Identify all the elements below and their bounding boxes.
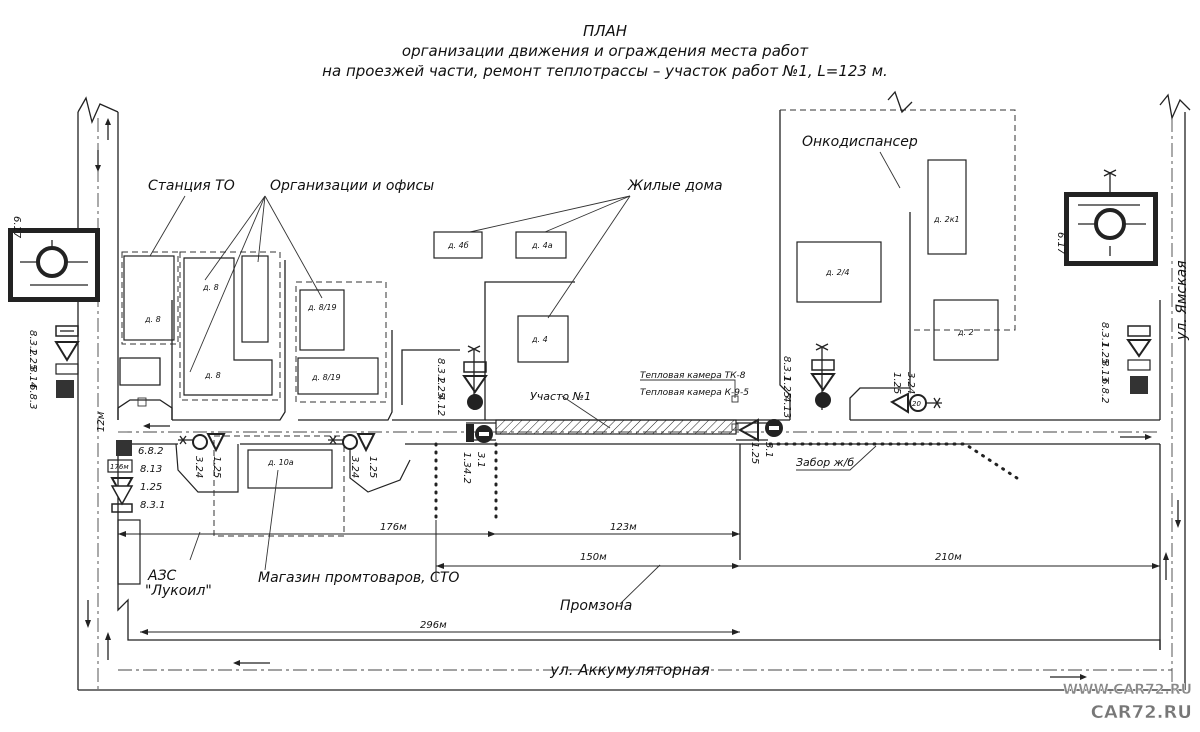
sign-left-group-0: 8.3.2 xyxy=(27,330,38,355)
sign-plate-176: 176м xyxy=(110,463,129,471)
sign-mid-b-0: 3.24 xyxy=(349,456,360,478)
bld-d10a: д. 10а xyxy=(267,458,294,467)
sign-mid-a-1: 1.25 xyxy=(211,456,222,478)
sign-right-a-2: 4.13 xyxy=(781,396,792,418)
bld-d819-a: д. 8/19 xyxy=(307,303,337,312)
sign-right-b-1: 3.24 xyxy=(905,372,916,394)
sign-work-right-1: 3.1 xyxy=(763,442,774,458)
left-road xyxy=(77,96,119,690)
sign-mid-b-1: 1.25 xyxy=(367,456,378,478)
dim-150: 150м xyxy=(580,552,607,563)
sign-617-right-code: 6.17 xyxy=(1055,232,1066,255)
watermark-line1: WWW.CAR72.RU xyxy=(1063,682,1192,698)
signs-mid-a: 3.24 1.25 xyxy=(178,433,226,478)
dim-296: 296м xyxy=(420,620,447,631)
sign-left-lower-0: 6.8.2 xyxy=(138,446,163,457)
sign-right-a-0: 8.3.1 xyxy=(781,356,792,381)
signs-right-group: 8.3.1 1.25 8.13 6.8.2 xyxy=(1099,322,1152,403)
dimensions: 176м 123м 150м 210м 296м 12м xyxy=(96,411,1160,635)
bld-d8-b: д. 8 xyxy=(202,283,219,292)
bld-d8-c: д. 8 xyxy=(204,371,221,380)
dim-123: 123м xyxy=(610,522,637,533)
signs-right-b: 20 1.25 3.24 xyxy=(889,372,942,414)
street-right-label: ул. Ямская xyxy=(1174,260,1190,341)
residential-label: Жилые дома xyxy=(627,178,723,194)
azs-label-1: АЗС xyxy=(147,568,177,584)
signs-left-group: 8.3.2 1.25 8.14 6.8.3 xyxy=(27,325,80,409)
bld-d2k1: д. 2к1 xyxy=(933,215,960,224)
sign-mid-c-2: 4.12 xyxy=(435,394,446,416)
sign-left-lower-1: 8.13 xyxy=(140,464,162,475)
watermark: WWW.CAR72.RU CAR72.RU xyxy=(1062,682,1192,724)
sign-617-left: 6.17 xyxy=(8,216,100,302)
station-label: Станция ТО xyxy=(148,178,235,194)
street-bottom-label: ул. Аккумуляторная xyxy=(549,661,710,679)
sign-left-lower-2: 1.25 xyxy=(140,482,162,493)
dim-210: 210м xyxy=(935,552,962,563)
watermark-line2: CAR72.RU xyxy=(1091,702,1192,723)
offices-label: Организации и офисы xyxy=(270,178,434,194)
onco-label: Онкодиспансер xyxy=(802,134,918,150)
sign-617-left-code: 6.17 xyxy=(11,216,22,239)
signs-left-lower: 176м 6.8.2 8.13 1.25 8.3.1 xyxy=(107,440,165,513)
bld-d2: д. 2 xyxy=(957,328,974,337)
fence-label: Забор ж/б xyxy=(796,456,854,469)
sign-right-group-2: 8.13 xyxy=(1099,360,1110,382)
bottom-road: ул. Аккумуляторная xyxy=(78,444,1185,691)
sign-right-group-3: 6.8.2 xyxy=(1099,378,1110,403)
signs-mid-b: 3.24 1.25 xyxy=(328,433,378,478)
work-site-label: Участо №1 xyxy=(530,390,591,403)
signs-right-a: 8.3.1 1.25 4.13 xyxy=(781,343,836,418)
sign-right-a-1: 1.25 xyxy=(781,376,792,398)
sign-mid-c-1: 1.25 xyxy=(435,376,446,398)
sign-right-group-0: 8.3.1 xyxy=(1099,322,1110,347)
signs-work-left: 3.1 1.34.2 xyxy=(461,425,493,484)
shop-azs-area: д. 10а АЗС "Лукоил" Магазин промтоваров,… xyxy=(117,435,741,614)
sign-left-group-3: 6.8.3 xyxy=(27,384,38,409)
sign-work-left-1: 1.34.2 xyxy=(461,452,472,484)
bld-d4: д. 4 xyxy=(531,335,548,344)
bld-d4b: д. 4б xyxy=(447,241,469,250)
sign-work-left-0: 3.1 xyxy=(475,452,486,468)
onco-area: Онкодиспансер д. 2к1 д. 2/4 д. 2 xyxy=(780,90,1016,361)
bld-d24: д. 2/4 xyxy=(825,268,850,277)
work-zone: Участо №1 Тепловая камера ТК-8 Тепловая … xyxy=(434,371,1022,522)
bld-d819-b: д. 8/19 xyxy=(311,373,341,382)
title-line3: на проезжей части, ремонт теплотрассы – … xyxy=(322,62,888,80)
title-line2: организации движения и ограждения места … xyxy=(402,42,809,60)
sign-mid-a-0: 3.24 xyxy=(193,456,204,478)
title-line1: ПЛАН xyxy=(583,22,627,40)
dim-176: 176м xyxy=(380,522,407,533)
station-to: д. 8 Станция ТО xyxy=(119,178,235,407)
right-road: ул. Ямская xyxy=(1159,93,1191,690)
sign-speed: 20 xyxy=(912,400,921,408)
bld-d8-station: д. 8 xyxy=(144,315,161,324)
azs-label-2: "Лукоил" xyxy=(145,583,212,599)
shop-label: Магазин промтоваров, СТО xyxy=(258,570,459,586)
residential-area: Жилые дома д. 4б д. 4а д. 4 xyxy=(401,178,723,405)
sign-mid-c-0: 8.3.2 xyxy=(435,358,446,383)
chamber1-label: Тепловая камера ТК-8 xyxy=(640,371,746,381)
offices-area: Организации и офисы д. 8 д. 8 д. 8/19 д.… xyxy=(179,178,434,403)
promzona-label: Промзона xyxy=(560,598,632,614)
sign-left-group-2: 8.14 xyxy=(27,366,38,388)
sign-work-right-0: 1.25 xyxy=(749,442,760,464)
chamber2-label: Тепловая камера К-9-5 xyxy=(640,388,749,398)
main-road xyxy=(117,110,1160,445)
bld-d4a: д. 4а xyxy=(531,241,553,250)
dim-12: 12м xyxy=(96,411,107,432)
signs-mid-c: 8.3.2 1.25 4.12 xyxy=(435,345,488,416)
sign-617-right: 6.17 xyxy=(1055,169,1158,266)
sign-left-group-1: 1.25 xyxy=(27,348,38,370)
sign-right-group-1: 1.25 xyxy=(1099,342,1110,364)
sign-left-lower-3: 8.3.1 xyxy=(140,500,165,511)
signs-work-right: 1.25 3.1 xyxy=(737,418,783,464)
sign-right-b-0: 1.25 xyxy=(891,372,902,394)
